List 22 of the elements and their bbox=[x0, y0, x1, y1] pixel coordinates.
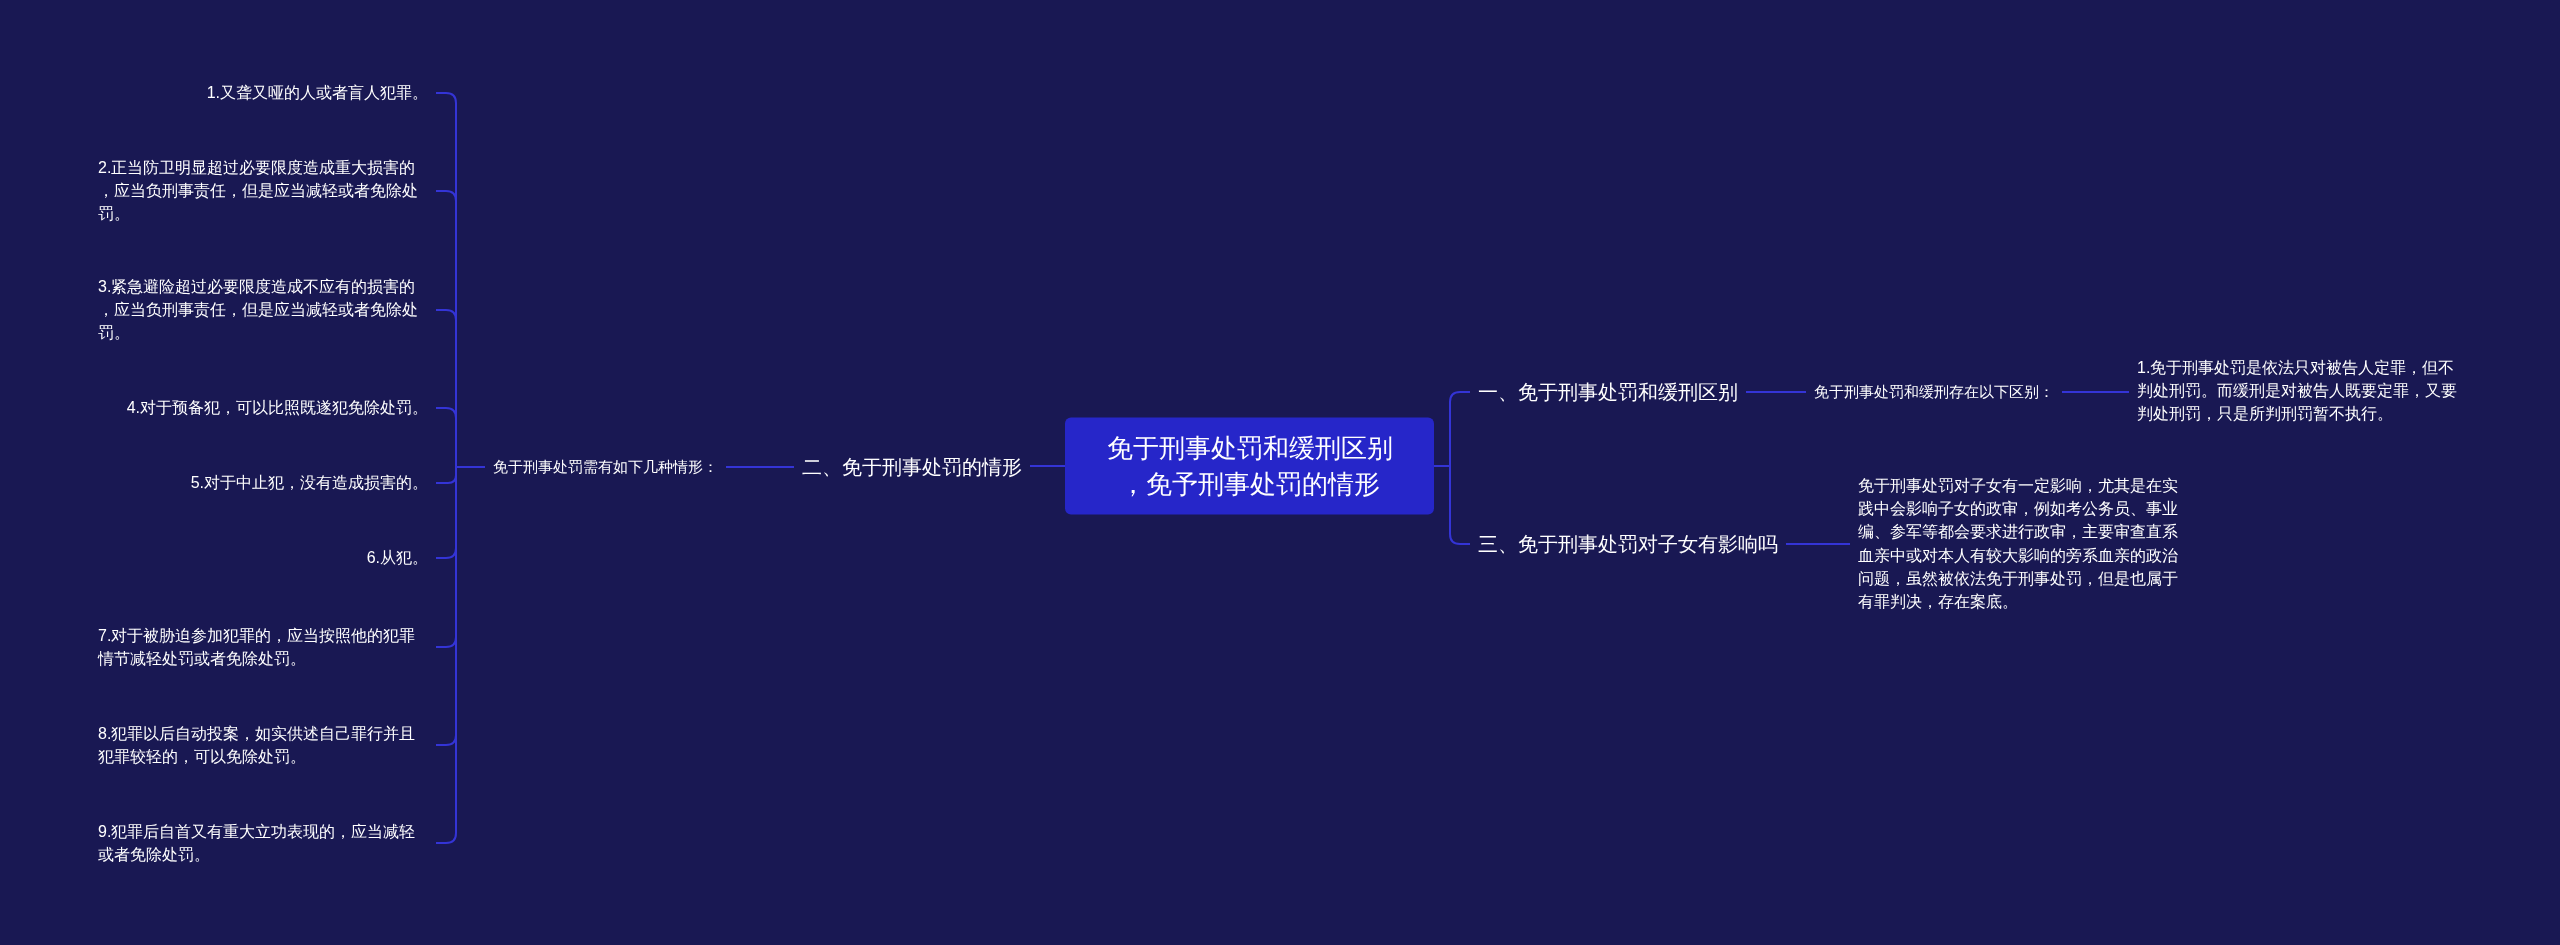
detail-text: 9.犯罪后自首又有重大立功表现的，应当减轻或者免除处罚。 bbox=[90, 819, 436, 867]
central-topic-box: 免于刑事处罚和缓刑区别，免予刑事处罚的情形 bbox=[1065, 417, 1434, 515]
connector-line bbox=[1745, 391, 1807, 393]
detail-text: 4.对于预备犯，可以比照既遂犯免除处罚。 bbox=[118, 396, 436, 420]
detail-text: 免于刑事处罚对子女有一定影响，尤其是在实践中会影响子女的政审，例如考公务员、事业编、参军等都会要求进行政审，主要审查直系血亲中或对本人有较大影响的旁系血亲的政治问题，虽然被依法免于刑事处罚，但是也属于有罪判决，存在案底。 bbox=[1850, 474, 2196, 614]
detail-text: 2.正当防卫明显超过必要限度造成重大损害的，应当负刑事责任，但是应当减轻或者免除处罚。 bbox=[90, 156, 436, 226]
topic-text: 二、免于刑事处罚的情形 bbox=[794, 452, 1030, 482]
detail-text: 5.对于中止犯，没有造成损害的。 bbox=[182, 471, 436, 495]
detail-text: 8.犯罪以后自动投案，如实供述自己罪行并且犯罪较轻的，可以免除处罚。 bbox=[90, 721, 436, 769]
subtopic-text: 免于刑事处罚和缓刑存在以下区别： bbox=[1806, 380, 2062, 404]
detail-text: 6.从犯。 bbox=[358, 546, 436, 570]
topic-text: 三、免于刑事处罚对子女有影响吗 bbox=[1470, 529, 1786, 559]
connector-line bbox=[1785, 543, 1851, 545]
topic-text: 一、免于刑事处罚和缓刑区别 bbox=[1470, 377, 1746, 407]
detail-text: 7.对于被胁迫参加犯罪的，应当按照他的犯罪情节减轻处罚或者免除处罚。 bbox=[90, 623, 436, 671]
subtopic-text: 免于刑事处罚需有如下几种情形： bbox=[485, 455, 726, 479]
connector-line bbox=[2061, 391, 2130, 393]
detail-text: 1.免于刑事处罚是依法只对被告人定罪，但不判处刑罚。而缓刑是对被告人既要定罪，又要判处刑罚，只是所判刑罚暂不执行。 bbox=[2129, 356, 2475, 426]
connector-line bbox=[1029, 465, 1066, 467]
detail-text: 1.又聋又哑的人或者盲人犯罪。 bbox=[198, 81, 436, 105]
connector-line bbox=[725, 466, 795, 468]
detail-text: 3.紧急避险超过必要限度造成不应有的损害的，应当负刑事责任，但是应当减轻或者免除处罚。 bbox=[90, 275, 436, 345]
